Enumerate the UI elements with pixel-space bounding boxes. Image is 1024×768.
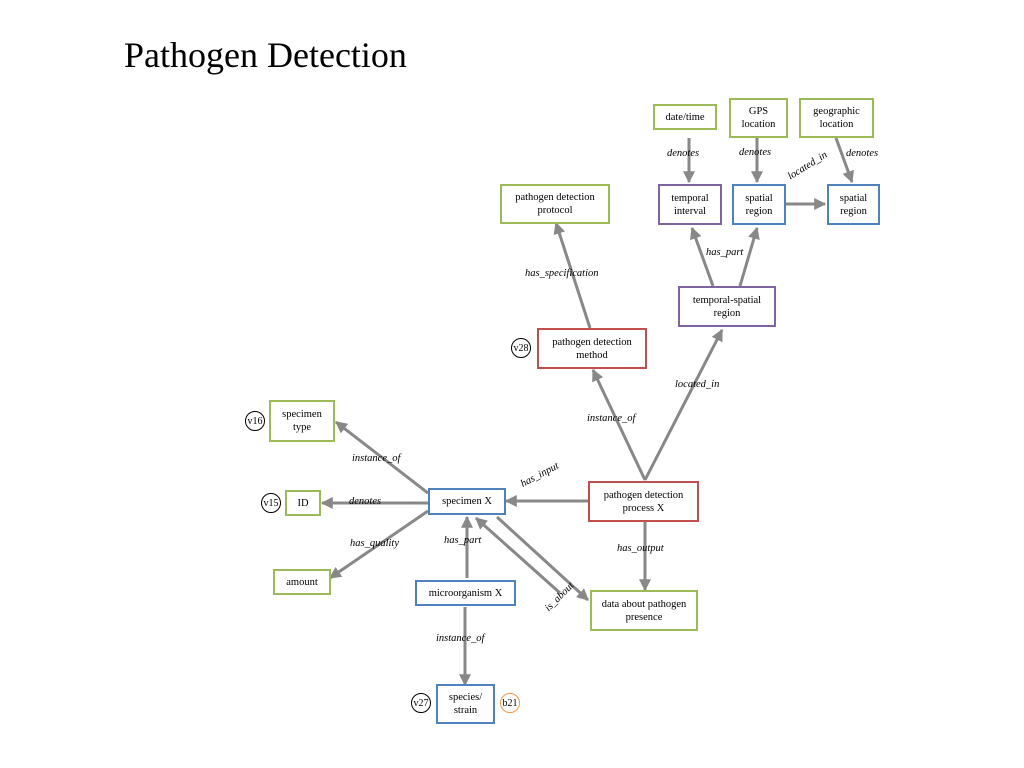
- edge-has-quality: [329, 509, 429, 580]
- badge-v28: v28: [511, 338, 531, 358]
- node-pathogen-detection-method: pathogen detection method: [537, 328, 647, 369]
- badge-v15: v15: [261, 493, 281, 513]
- edge-denotes-geo: [834, 137, 854, 184]
- node-gps-location: GPS location: [729, 98, 788, 138]
- edge-is-about-to-specimen: [475, 516, 561, 595]
- node-amount: amount: [273, 569, 331, 595]
- edge-has-specification: [553, 221, 592, 329]
- node-data-about-pathogen-presence: data about pathogen presence: [590, 590, 698, 631]
- node-spatial-region-2: spatial region: [827, 184, 880, 225]
- label-has-part-specimen: has_part: [444, 535, 482, 546]
- label-instance-of-specimen: instance_of: [352, 453, 401, 464]
- label-has-specification: has_specification: [525, 268, 599, 279]
- page-title: Pathogen Detection: [124, 35, 407, 75]
- node-pathogen-detection-process-x: pathogen detection process X: [588, 481, 699, 522]
- label-has-quality: has_quality: [350, 538, 399, 549]
- label-has-output: has_output: [617, 543, 664, 554]
- node-id: ID: [285, 490, 321, 516]
- node-geographic-location: geographic location: [799, 98, 874, 138]
- edge-has-part-spatial: [738, 226, 760, 287]
- node-specimen-x: specimen X: [428, 488, 506, 515]
- node-microorganism-x: microorganism X: [415, 580, 516, 606]
- label-located-in-mid: located_in: [675, 379, 720, 390]
- edge-instance-of-method: [591, 368, 647, 481]
- label-has-part-top: has_part: [706, 247, 744, 258]
- label-denotes-id: denotes: [349, 496, 382, 507]
- edge-instance-of-specimen: [335, 420, 429, 495]
- label-denotes-gps: denotes: [739, 147, 772, 158]
- edge-is-about-to-data: [495, 515, 590, 602]
- node-pathogen-detection-protocol: pathogen detection protocol: [500, 184, 610, 224]
- node-species-strain: species/ strain: [436, 684, 495, 724]
- badge-b21: b21: [500, 693, 520, 713]
- node-temporal-interval: temporal interval: [658, 184, 722, 225]
- edge-located-in-mid: [643, 328, 724, 481]
- node-temporal-spatial-region: temporal-spatial region: [678, 286, 776, 327]
- node-date-time: date/time: [653, 104, 717, 130]
- label-denotes-datetime: denotes: [667, 148, 700, 159]
- node-spatial-region-1: spatial region: [732, 184, 786, 225]
- label-instance-of-micro: instance_of: [436, 633, 485, 644]
- edge-has-part-temporal: [690, 226, 715, 287]
- badge-v16: v16: [245, 411, 265, 431]
- badge-v27: v27: [411, 693, 431, 713]
- label-denotes-geo: denotes: [846, 148, 879, 159]
- node-specimen-type: specimen type: [269, 400, 335, 442]
- label-instance-of-method: instance_of: [587, 413, 636, 424]
